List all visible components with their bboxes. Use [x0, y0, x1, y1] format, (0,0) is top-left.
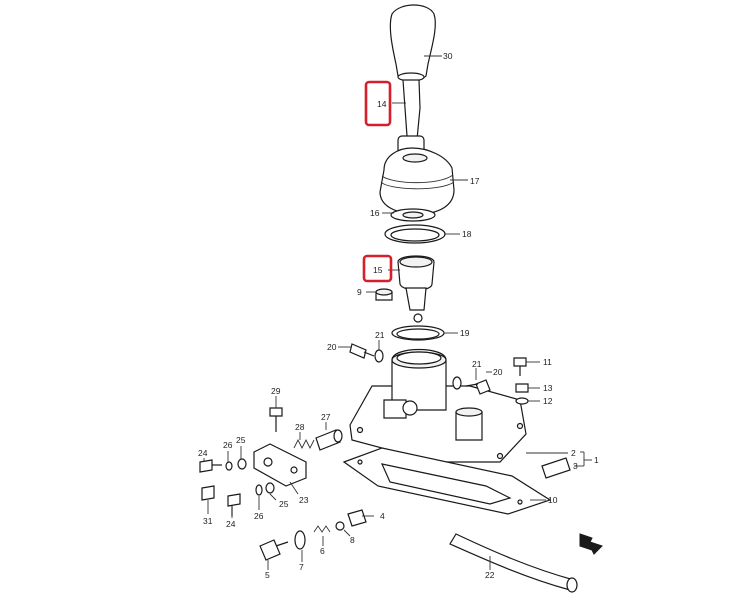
callout-21-upper-left: 21: [375, 330, 385, 340]
callout-12: 12: [543, 396, 553, 406]
shift-lever-rod: [397, 79, 425, 155]
callout-23: 23: [299, 495, 309, 505]
shift-knob: [389, 4, 436, 82]
callout-5: 5: [265, 570, 270, 580]
pin-27: [315, 429, 343, 451]
callout-30: 30: [443, 51, 453, 61]
callout-4: 4: [380, 511, 385, 521]
shift-boot: [379, 147, 455, 215]
callout-13: 13: [543, 383, 553, 393]
callout-17: 17: [470, 176, 480, 186]
callout-24-lower: 24: [226, 519, 236, 529]
callout-29: 29: [271, 386, 281, 396]
callout-20-left: 20: [327, 342, 337, 352]
bolt-20a: [349, 343, 375, 359]
callout-10: 10: [548, 495, 558, 505]
callout-22: 22: [485, 570, 495, 580]
highlight-box-15: [362, 254, 393, 283]
plug-4: [347, 509, 367, 527]
pin: [541, 457, 571, 479]
callout-8: 8: [350, 535, 355, 545]
callout-28: 28: [295, 422, 305, 432]
shift-lever-housing: [349, 348, 527, 463]
bolt-5: [259, 539, 289, 561]
callout-25-lower: 25: [279, 499, 289, 509]
callout-15: 15: [373, 265, 383, 275]
washer-21a: [374, 349, 384, 363]
washer-25b: [265, 482, 275, 494]
callout-1: 1: [594, 455, 599, 465]
callout-24-upper: 24: [198, 448, 208, 458]
gasket: [342, 447, 552, 515]
callout-labels: 30 14 17 16 18 15 9 19 21 20 11 21 20 13…: [198, 51, 599, 580]
callout-16: 16: [370, 208, 380, 218]
bushing-31: [201, 485, 215, 501]
callout-11: 11: [543, 357, 552, 367]
callout-3: 3: [573, 461, 578, 471]
callout-21-right: 21: [472, 359, 482, 369]
washer-12: [515, 397, 529, 405]
callout-9: 9: [357, 287, 362, 297]
callout-6: 6: [320, 546, 325, 556]
drain-hose: [449, 533, 578, 593]
callout-2: 2: [571, 448, 576, 458]
washer-26b: [255, 484, 263, 496]
plug: [375, 288, 393, 301]
lever-seat: [397, 255, 435, 323]
spring-28: [293, 438, 315, 450]
nut-13: [515, 383, 529, 393]
washer-25a: [237, 458, 247, 470]
o-ring: [391, 325, 445, 341]
callout-14: 14: [377, 99, 387, 109]
spring-6: [313, 525, 331, 533]
callout-31: 31: [203, 516, 213, 526]
callout-27: 27: [321, 412, 331, 422]
washer-26a: [225, 461, 233, 471]
washer-7: [294, 530, 306, 550]
callout-18: 18: [462, 229, 472, 239]
bracket-23: [253, 443, 307, 487]
highlight-box-14: [364, 80, 392, 127]
ball-8: [335, 521, 345, 531]
callout-7: 7: [299, 562, 304, 572]
washer-21b: [452, 376, 462, 390]
seal-ring: [390, 208, 436, 222]
bolt-20b: [465, 379, 491, 395]
snap-ring: [384, 224, 446, 244]
bolt-24a: [199, 459, 222, 473]
bolt-24b: [227, 493, 241, 516]
callout-19: 19: [460, 328, 470, 338]
callout-26-upper: 26: [223, 440, 233, 450]
callout-25-upper: 25: [236, 435, 246, 445]
bolt-11: [513, 357, 527, 376]
callout-26-lower: 26: [254, 511, 264, 521]
front-direction-arrow-icon: [579, 533, 603, 555]
leader-lines: [203, 55, 592, 570]
bolt-29: [269, 407, 283, 432]
callout-20-right: 20: [493, 367, 503, 377]
